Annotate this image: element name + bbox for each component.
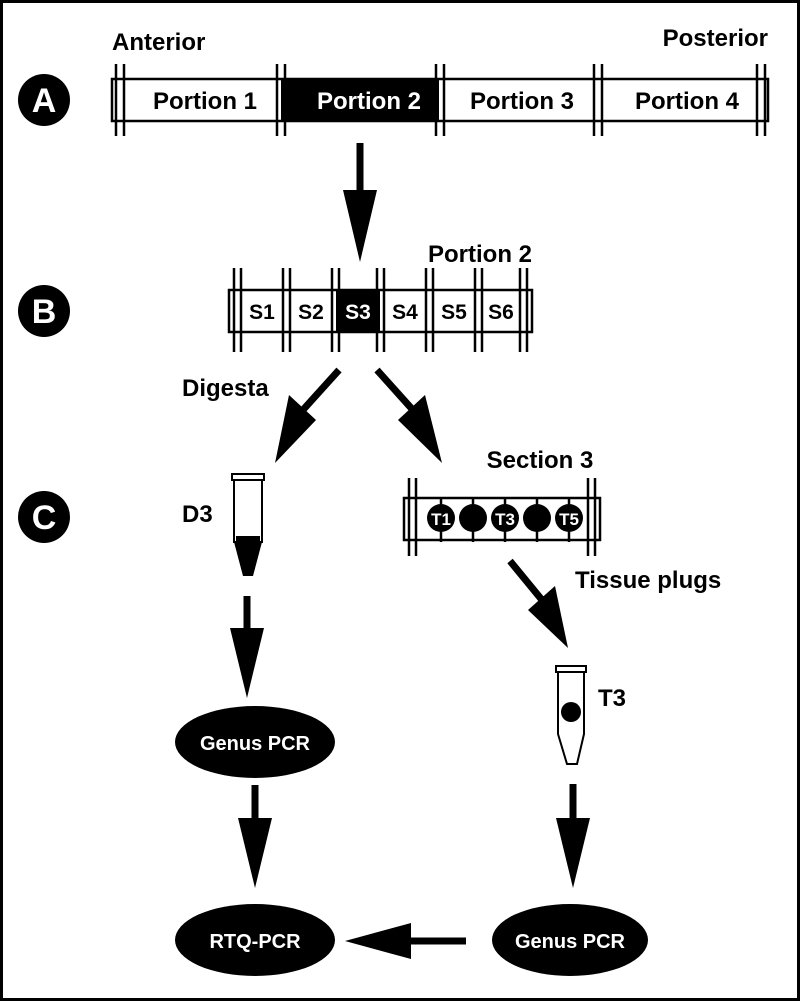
t3-label: T3: [598, 685, 626, 712]
plug-t3: T3: [491, 504, 519, 532]
arrow-to-d3: [275, 367, 342, 463]
d3-label: D3: [182, 501, 213, 528]
step-b-marker: B: [18, 285, 70, 337]
segment-s6-label: S6: [488, 301, 514, 324]
segment-s4-label: S4: [392, 301, 418, 324]
t3-tube: [555, 665, 587, 765]
plug-t2: [459, 504, 487, 532]
tissue-plugs-label: Tissue plugs: [575, 567, 721, 594]
section-3-label: Section 3: [487, 447, 594, 474]
segment-s1-label: S1: [249, 301, 275, 324]
plug-t4: [523, 504, 551, 532]
arrow-a-to-b: [343, 143, 377, 262]
portion-2-label: Portion 2: [317, 88, 421, 115]
arrow-genus-to-rtq: [238, 785, 272, 888]
genus-pcr-left-node: Genus PCR: [175, 706, 335, 778]
digesta-label: Digesta: [182, 375, 269, 402]
section-3-plate: T1 T3 T5: [402, 478, 602, 556]
rtq-pcr-node: RTQ-PCR: [175, 904, 335, 976]
step-a-label: A: [32, 82, 57, 120]
step-c-label: C: [32, 499, 57, 537]
portion-4-label: Portion 4: [635, 88, 740, 115]
arrow-t3-to-genus-pcr: [556, 784, 590, 888]
segment-s2-label: S2: [298, 301, 324, 324]
portion-1-label: Portion 1: [153, 88, 257, 115]
portion-3-label: Portion 3: [470, 88, 574, 115]
arrow-genus-right-to-rtq: [345, 923, 466, 959]
rtq-pcr-label: RTQ-PCR: [209, 931, 301, 953]
section-3-highlight: [336, 290, 380, 332]
portions-bar: Portion 1 Portion 2 Portion 3 Portion 4: [110, 64, 770, 136]
plug-t5-label: T5: [559, 510, 579, 529]
portion-2-highlight: [281, 79, 439, 121]
step-c-marker: C: [18, 491, 70, 543]
genus-pcr-right-node: Genus PCR: [492, 904, 648, 976]
plug-t1: T1: [427, 504, 455, 532]
arrow-d3-to-genus-pcr: [230, 596, 264, 698]
sections-bar: S1 S2 S3 S4 S5 S6: [227, 268, 534, 352]
step-a-marker: A: [18, 74, 70, 126]
posterior-label: Posterior: [663, 25, 768, 52]
plug-t1-label: T1: [431, 510, 451, 529]
segment-s5-label: S5: [441, 301, 467, 324]
plug-t5: T5: [555, 504, 583, 532]
portion-2-title: Portion 2: [428, 241, 532, 268]
d3-tube: [231, 473, 265, 576]
anterior-label: Anterior: [112, 29, 205, 56]
genus-pcr-right-label: Genus PCR: [515, 931, 626, 953]
arrow-to-t3: [507, 558, 568, 648]
plug-t3-label: T3: [495, 510, 515, 529]
step-b-label: B: [32, 293, 57, 331]
segment-s3-label: S3: [345, 301, 371, 324]
genus-pcr-left-label: Genus PCR: [200, 733, 311, 755]
arrow-to-section-3: [374, 367, 442, 463]
